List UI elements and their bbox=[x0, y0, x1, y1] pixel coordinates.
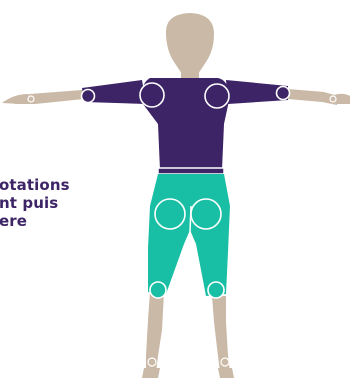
left-hand bbox=[2, 94, 30, 104]
joint-elbow-left bbox=[82, 90, 95, 103]
joint-hip-left bbox=[155, 199, 185, 229]
caption-line-2: nt puis bbox=[0, 194, 129, 212]
caption-text: otations nt puis ere bbox=[0, 176, 129, 230]
right-foot bbox=[218, 368, 234, 378]
caption-line-1: otations bbox=[0, 176, 129, 194]
left-foot bbox=[142, 368, 160, 378]
caption-line-3: ere bbox=[0, 212, 129, 230]
joint-shoulder-right bbox=[205, 84, 229, 108]
joint-shoulder-left bbox=[140, 83, 164, 107]
joint-ankle-left bbox=[148, 358, 156, 366]
joint-hip-right bbox=[191, 199, 221, 229]
joint-knee-left bbox=[150, 282, 166, 298]
joint-wrist-left bbox=[28, 96, 34, 102]
mannequin-belt bbox=[158, 168, 224, 174]
joint-knee-right bbox=[208, 282, 224, 298]
mannequin-head bbox=[166, 13, 214, 74]
mannequin-shorts bbox=[148, 174, 230, 296]
joint-elbow-right bbox=[277, 87, 290, 100]
joint-wrist-right bbox=[330, 96, 336, 102]
joint-ankle-right bbox=[221, 358, 229, 366]
